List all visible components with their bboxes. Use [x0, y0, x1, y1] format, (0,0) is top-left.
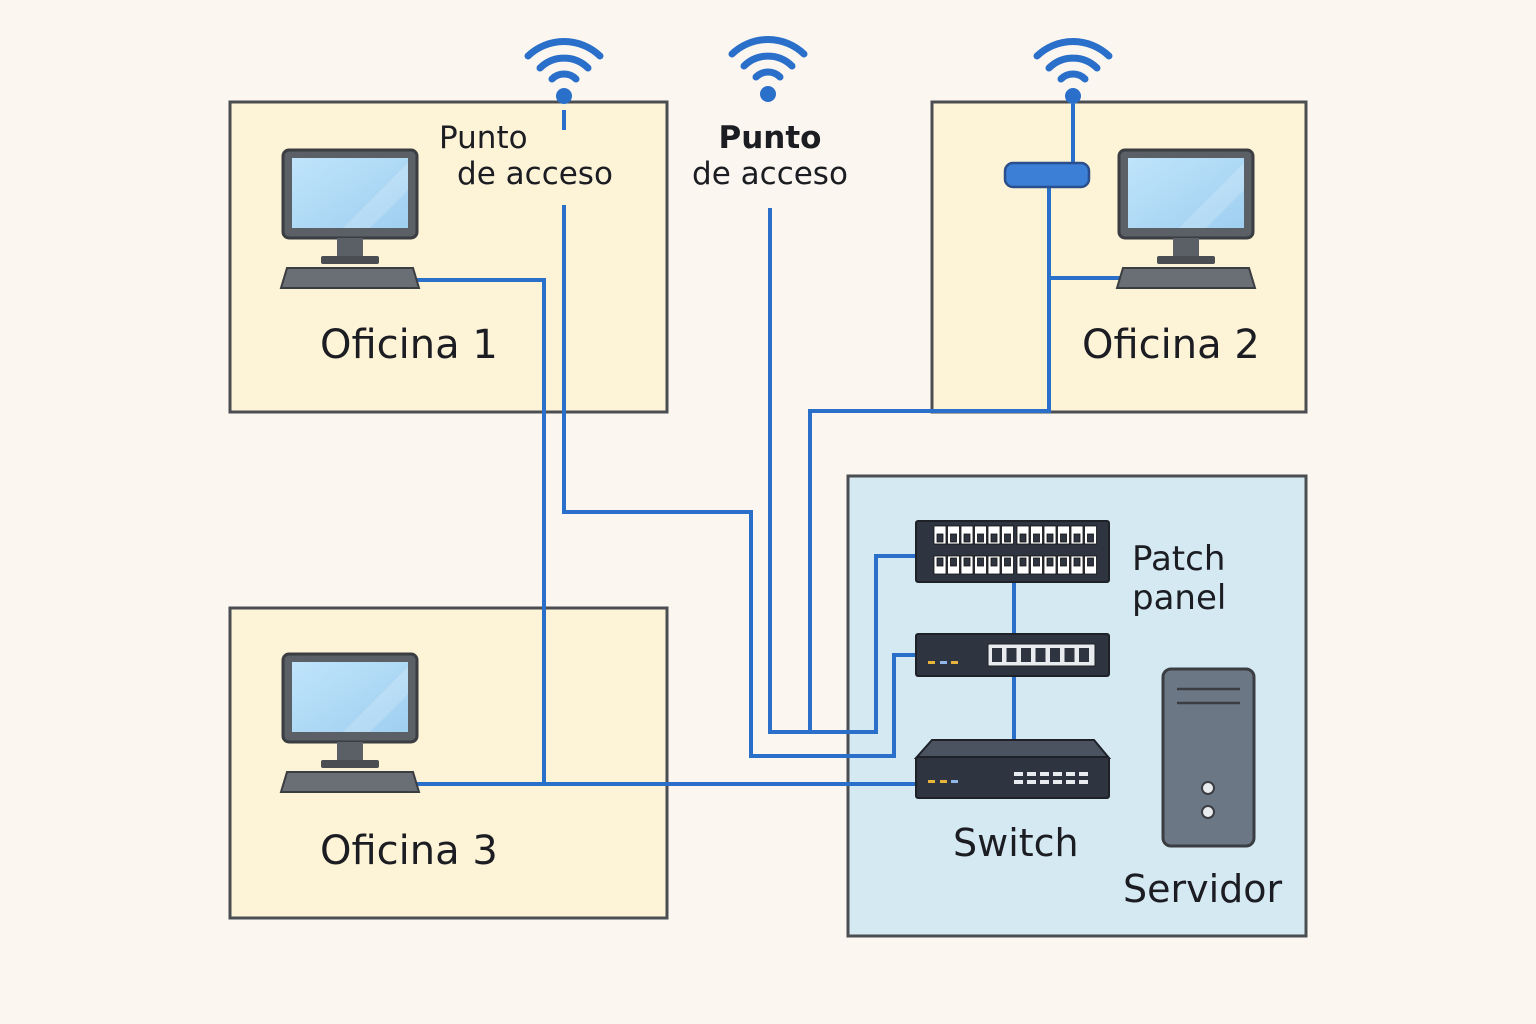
port [1033, 533, 1040, 543]
port [1021, 648, 1031, 662]
port [1035, 648, 1046, 662]
router-icon [1003, 161, 1091, 189]
port [1050, 648, 1060, 662]
access-point-2-line2: de acceso [692, 155, 848, 192]
port [1019, 533, 1027, 543]
port [1073, 557, 1081, 567]
switch-label: Switch [953, 821, 1079, 865]
port [1064, 648, 1075, 662]
port [1087, 557, 1094, 567]
office-3-label: Oficina 3 [320, 828, 498, 874]
port [1006, 648, 1017, 662]
computer-icon [1115, 148, 1257, 290]
port [1014, 772, 1023, 776]
patch-panel-label: Patch panel [1132, 539, 1227, 619]
patch-panel-icon [915, 520, 1110, 583]
switch-icon [913, 739, 1112, 799]
port [1060, 533, 1067, 543]
cable-office2-router [808, 186, 1051, 730]
port [1066, 780, 1075, 784]
port [1079, 780, 1088, 784]
port [1053, 780, 1062, 784]
port [1019, 557, 1027, 567]
access-point-1-label: Punto de acceso [433, 120, 633, 192]
cables [416, 104, 1121, 786]
access-point-2-label: Punto de acceso [675, 120, 865, 192]
port [936, 557, 944, 567]
port [1073, 533, 1081, 543]
port [950, 557, 957, 567]
cable-office1-pc [416, 278, 546, 784]
port [1004, 557, 1011, 567]
port [1033, 557, 1040, 567]
patch-panel-line1: Patch [1132, 539, 1226, 579]
switch-small-icon [915, 633, 1110, 677]
access-point-1-line2: de acceso [457, 155, 613, 192]
port [1027, 772, 1036, 776]
port [1046, 533, 1054, 543]
wifi-icon [1037, 42, 1109, 104]
port [1079, 648, 1089, 662]
port [1087, 533, 1094, 543]
port [1079, 772, 1088, 776]
port [990, 533, 998, 543]
port [936, 533, 944, 543]
server-icon [1161, 667, 1256, 848]
access-point-1-line1: Punto [439, 120, 528, 156]
port [1060, 557, 1067, 567]
port [1053, 772, 1062, 776]
port [1027, 780, 1036, 784]
port [977, 557, 984, 567]
port [1046, 557, 1054, 567]
wifi-icon [528, 42, 600, 104]
computer-icon [279, 148, 421, 290]
port [990, 557, 998, 567]
port [1004, 533, 1011, 543]
port [977, 533, 984, 543]
cable-ap1-run [562, 205, 916, 758]
computer-icon [279, 652, 421, 794]
access-point-2-line1: Punto [718, 120, 822, 156]
cable-ap2-run [768, 208, 916, 734]
port [1066, 772, 1075, 776]
port [963, 533, 971, 543]
patch-panel-line2: panel [1132, 578, 1227, 619]
port [1040, 772, 1049, 776]
office-2-label: Oficina 2 [1082, 322, 1260, 368]
port [992, 648, 1002, 662]
port [950, 533, 957, 543]
port [963, 557, 971, 567]
port [1014, 780, 1023, 784]
wifi-icon [732, 40, 804, 102]
port [1040, 780, 1049, 784]
office-1-label: Oficina 1 [320, 322, 498, 368]
server-label: Servidor [1123, 867, 1283, 911]
